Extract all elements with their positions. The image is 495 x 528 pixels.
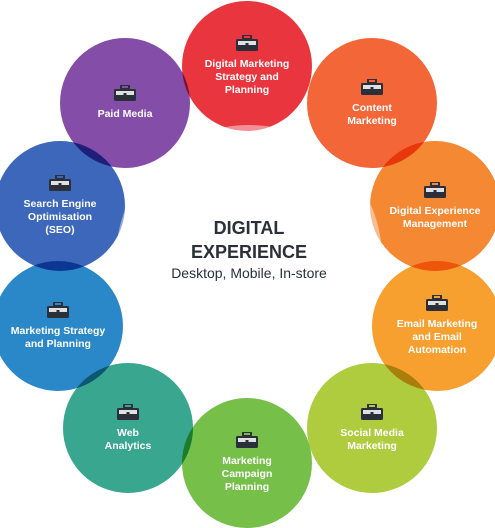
segment-label-line: Content <box>352 101 392 114</box>
briefcase-icon <box>361 403 383 420</box>
petal-paid-media <box>60 38 190 168</box>
segment-label-line: Campaign <box>221 468 273 480</box>
petal-marketing-strategy-and-planning <box>0 261 123 391</box>
briefcase-icon <box>236 432 258 448</box>
briefcase-icon <box>117 403 139 420</box>
segment-label-line: Strategy and <box>215 71 279 83</box>
center-circle: DIGITAL EXPERIENCE Desktop, Mobile, In-s… <box>129 138 369 378</box>
segment-label-line: Automation <box>407 344 467 356</box>
segment-label-line: Social Media <box>340 426 404 439</box>
segment-label-line: Analytics <box>104 439 152 452</box>
segment-label-line: Digital Experience <box>389 204 481 217</box>
briefcase-icon <box>47 301 69 318</box>
segment-label-line: Marketing Strategy <box>10 324 106 337</box>
center-subtitle: Desktop, Mobile, In-store <box>171 265 327 281</box>
briefcase-icon <box>361 78 383 95</box>
segment-label-line: Marketing <box>222 455 272 467</box>
briefcase-icon <box>114 85 136 101</box>
briefcase-icon <box>424 181 446 198</box>
segment-label-line: Management <box>402 217 468 230</box>
briefcase-icon <box>426 295 448 311</box>
center-title-line2: EXPERIENCE <box>190 242 308 262</box>
segment-label-line: Search Engine <box>23 198 97 210</box>
center-title-line1: DIGITAL <box>213 218 285 238</box>
segment-label-line: Paid Media <box>97 108 153 120</box>
segment-label-line: and Planning <box>25 337 91 350</box>
segment-label-line: Email Marketing <box>396 318 478 330</box>
segment-label-line: and Email <box>412 331 462 343</box>
segment-label-line: Web <box>117 426 139 439</box>
petal-digital-experience-management <box>370 141 495 271</box>
briefcase-icon <box>236 35 258 51</box>
segment-label-line: Marketing <box>347 439 397 452</box>
segment-label-line: Optimisation <box>27 211 93 223</box>
segment-label-line: Planning <box>224 84 270 96</box>
segment-label-line: Marketing <box>347 114 397 127</box>
segment-label-line: Digital Marketing <box>204 58 290 70</box>
petal-digital-marketing-strategy-and-planning <box>182 1 312 131</box>
segment-label-line: Planning <box>224 481 270 493</box>
briefcase-icon <box>49 175 71 191</box>
petal-social-media-marketing <box>307 363 437 493</box>
petal-marketing-campaign-planning <box>182 398 312 528</box>
segment-label-line: (SEO) <box>45 224 75 236</box>
